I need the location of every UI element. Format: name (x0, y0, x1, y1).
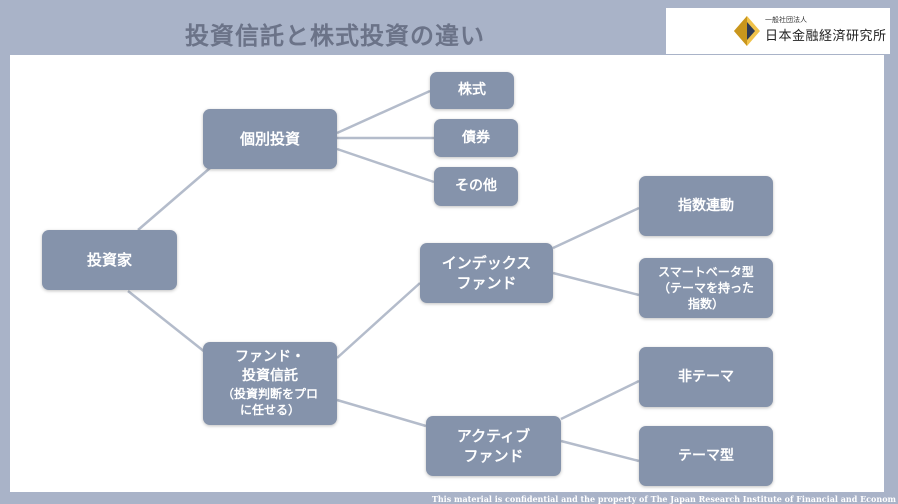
logo-name: 日本金融経済研究所 (765, 29, 887, 44)
node-investor: 投資家 (42, 230, 177, 290)
node-individual-investment: 個別投資 (203, 109, 337, 169)
node-smart-beta: スマートベータ型（テーマを持った指数） (639, 258, 773, 318)
node-active-fund: アクティブファンド (426, 416, 561, 476)
footer-confidential-note: This material is confidential and the pr… (431, 494, 896, 504)
node-index-linked: 指数連動 (639, 176, 773, 236)
logo-icon (734, 16, 760, 46)
page-title: 投資信託と株式投資の違い (185, 22, 485, 50)
diagram-canvas: 投資家 個別投資 株式 債券 その他 ファンド・ 投資信託 （投資判断をプロ に… (10, 55, 884, 492)
node-non-theme: 非テーマ (639, 347, 773, 407)
node-stocks: 株式 (430, 72, 514, 109)
node-other: その他 (434, 167, 518, 206)
connector-lines (127, 89, 640, 463)
node-bonds: 債券 (434, 119, 518, 157)
node-theme: テーマ型 (639, 426, 773, 486)
node-fund: ファンド・ 投資信託 （投資判断をプロ に任せる） (203, 342, 337, 425)
logo: 一般社団法人 日本金融経済研究所 (666, 8, 890, 54)
node-index-fund: インデックスファンド (420, 243, 553, 303)
logo-subtitle: 一般社団法人 (765, 16, 807, 24)
